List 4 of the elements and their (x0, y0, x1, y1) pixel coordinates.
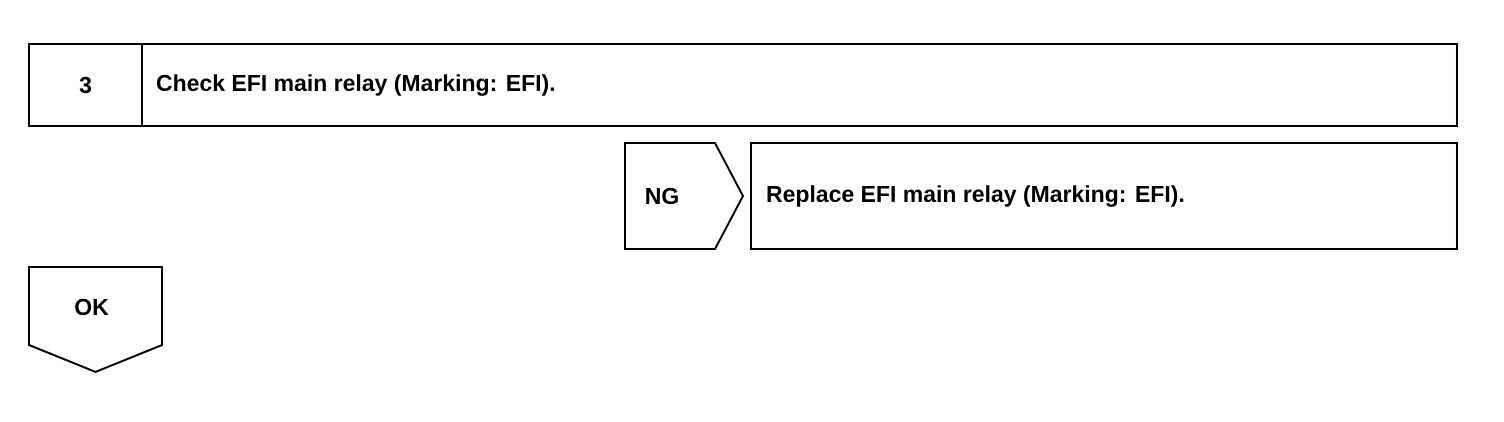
step-box: 3 Check EFI main relay (Marking: EFI). (28, 43, 1458, 127)
action-box: Replace EFI main relay (Marking: EFI). (750, 142, 1458, 250)
result-arrow-tab: NG (624, 142, 745, 250)
result-arrow-tab: OK (28, 266, 163, 374)
